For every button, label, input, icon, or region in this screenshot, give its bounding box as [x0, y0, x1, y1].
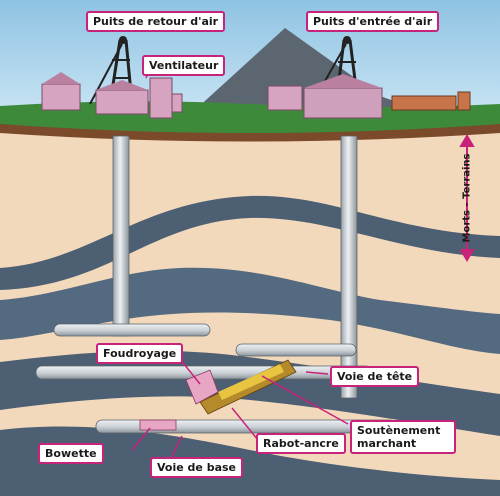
label-puits-entree-air: Puits d'entrée d'air: [306, 11, 440, 32]
label-ventilateur: Ventilateur: [142, 55, 226, 76]
label-rabot-ancre: Rabot-ancre: [256, 433, 346, 454]
label-foudroyage: Foudroyage: [96, 343, 184, 364]
gallery-connector: [235, 343, 357, 357]
caving-zone: [185, 369, 219, 405]
label-soutenement-marchant: Soutènement marchant: [350, 420, 456, 454]
gallery-upper: [53, 323, 211, 337]
shaft-intake-air: [340, 135, 358, 399]
label-bowette: Bowette: [38, 443, 104, 464]
label-voie-de-base: Voie de base: [150, 457, 243, 478]
label-voie-de-tete: Voie de tête: [330, 366, 420, 387]
bowette-marker: [139, 419, 177, 431]
shaft-return-air: [112, 135, 130, 337]
label-morts-terrains: Morts - Terrains: [461, 153, 473, 243]
seam-upper: [0, 195, 500, 290]
seam-bottom: [0, 426, 500, 496]
left-buildings: [41, 72, 183, 119]
morts-terrains-arrow: [459, 134, 475, 262]
label-puits-retour-air: Puits de retour d'air: [86, 11, 226, 32]
shearer-support: [218, 364, 284, 400]
right-buildings: [267, 74, 471, 119]
